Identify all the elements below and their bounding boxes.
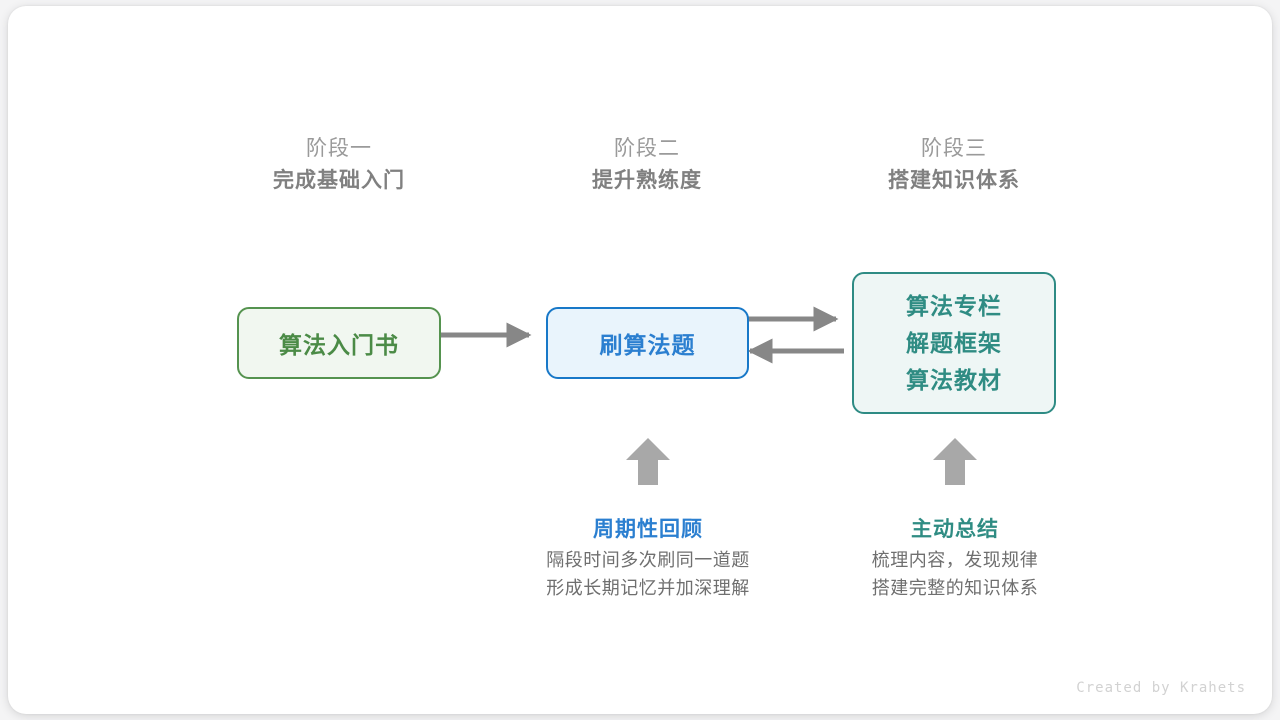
annotation-summary-title: 主动总结 xyxy=(911,518,999,541)
node-resource-line-1: 算法专栏 xyxy=(906,292,1002,319)
stage-header-3: 阶段三 搭建知识体系 xyxy=(824,134,1084,198)
diagram-card: 阶段一 完成基础入门 阶段二 提升熟练度 阶段三 搭建知识体系 xyxy=(8,6,1272,714)
stage-1-number: 阶段一 xyxy=(306,137,372,160)
node-resource-line-3: 算法教材 xyxy=(906,366,1002,393)
annotation-summary-desc-2: 搭建完整的知识体系 xyxy=(871,578,1039,598)
node-knowledge-resources[interactable]: 算法专栏 解题框架 算法教材 xyxy=(852,272,1056,414)
annotation-review-title: 周期性回顾 xyxy=(593,518,703,541)
annotation-review-desc-1: 隔段时间多次刷同一道题 xyxy=(546,550,750,570)
node-practice-problems[interactable]: 刷算法题 xyxy=(546,307,749,379)
watermark-credit: Created by Krahets xyxy=(1076,680,1246,696)
node-algorithm-book[interactable]: 算法入门书 xyxy=(237,307,441,379)
annotation-summary-desc-1: 梳理内容，发现规律 xyxy=(871,550,1039,570)
stage-header-2: 阶段二 提升熟练度 xyxy=(517,134,777,198)
stage-2-title: 提升熟练度 xyxy=(592,169,702,192)
stage-3-title: 搭建知识体系 xyxy=(888,169,1020,192)
annotation-periodic-review: 周期性回顾 隔段时间多次刷同一道题 形成长期记忆并加深理解 xyxy=(498,514,798,602)
annotation-active-summary: 主动总结 梳理内容，发现规律 搭建完整的知识体系 xyxy=(805,514,1105,602)
stage-header-1: 阶段一 完成基础入门 xyxy=(209,134,469,198)
annotation-review-desc-2: 形成长期记忆并加深理解 xyxy=(546,578,750,598)
stage-1-title: 完成基础入门 xyxy=(273,169,405,192)
node-resource-line-2: 解题框架 xyxy=(906,329,1002,356)
node-algorithm-book-label: 算法入门书 xyxy=(279,332,399,358)
node-practice-problems-label: 刷算法题 xyxy=(599,332,696,358)
stage-2-number: 阶段二 xyxy=(614,137,680,160)
arrow-up-icon xyxy=(626,438,670,485)
arrow-up-icon xyxy=(933,438,977,485)
stage-3-number: 阶段三 xyxy=(921,137,987,160)
